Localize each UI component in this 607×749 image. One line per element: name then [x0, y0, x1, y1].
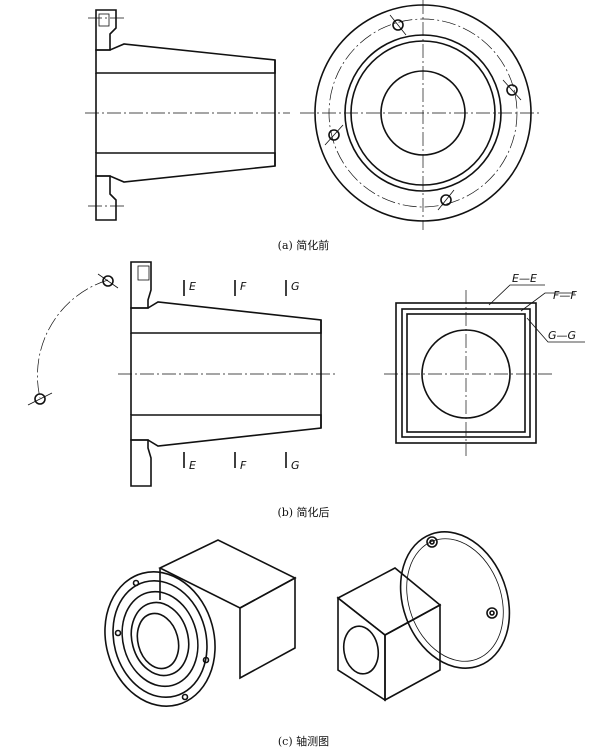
view-c-isometric-front — [104, 539, 297, 707]
section-mark-g-bottom: G — [291, 459, 300, 472]
bolt-hole — [102, 275, 114, 287]
section-label-gg: G—G — [548, 329, 576, 342]
caption-b: (b) 简化后 — [277, 506, 330, 519]
section-label-ee: E—E — [512, 272, 537, 285]
lower-wall-section — [95, 152, 276, 183]
section-mark-f-top: F — [240, 280, 247, 293]
bolt-hole — [506, 84, 518, 96]
section-mark-f-bottom: F — [240, 459, 247, 472]
bolt-hole — [440, 194, 452, 206]
upper-flange — [130, 261, 152, 309]
upper-wall-section — [130, 301, 322, 334]
upper-flange — [95, 9, 117, 51]
section-label-ff: F—F — [553, 289, 577, 302]
view-b-section-views: E—E F—F G—G — [384, 272, 585, 456]
lower-wall-section — [130, 414, 322, 447]
section-mark-e-bottom: E — [189, 459, 196, 472]
view-a-side-section — [85, 9, 290, 221]
caption-c: (c) 轴测图 — [277, 735, 330, 748]
view-b-side-section: E F G E F G — [27, 261, 335, 487]
bolt-hole — [328, 129, 340, 141]
bolt-hole — [34, 393, 46, 405]
view-c-isometric-back — [336, 531, 511, 702]
bolt-hole — [392, 19, 404, 31]
section-mark-e-top: E — [189, 280, 196, 293]
section-mark-g-top: G — [291, 280, 300, 293]
upper-flange-bolt-hole — [98, 13, 110, 27]
upper-wall-section — [95, 43, 276, 74]
caption-a: (a) 简化前 — [277, 239, 330, 252]
lower-flange — [95, 175, 117, 221]
view-a-end-view — [300, 0, 540, 230]
lower-flange — [130, 439, 152, 487]
